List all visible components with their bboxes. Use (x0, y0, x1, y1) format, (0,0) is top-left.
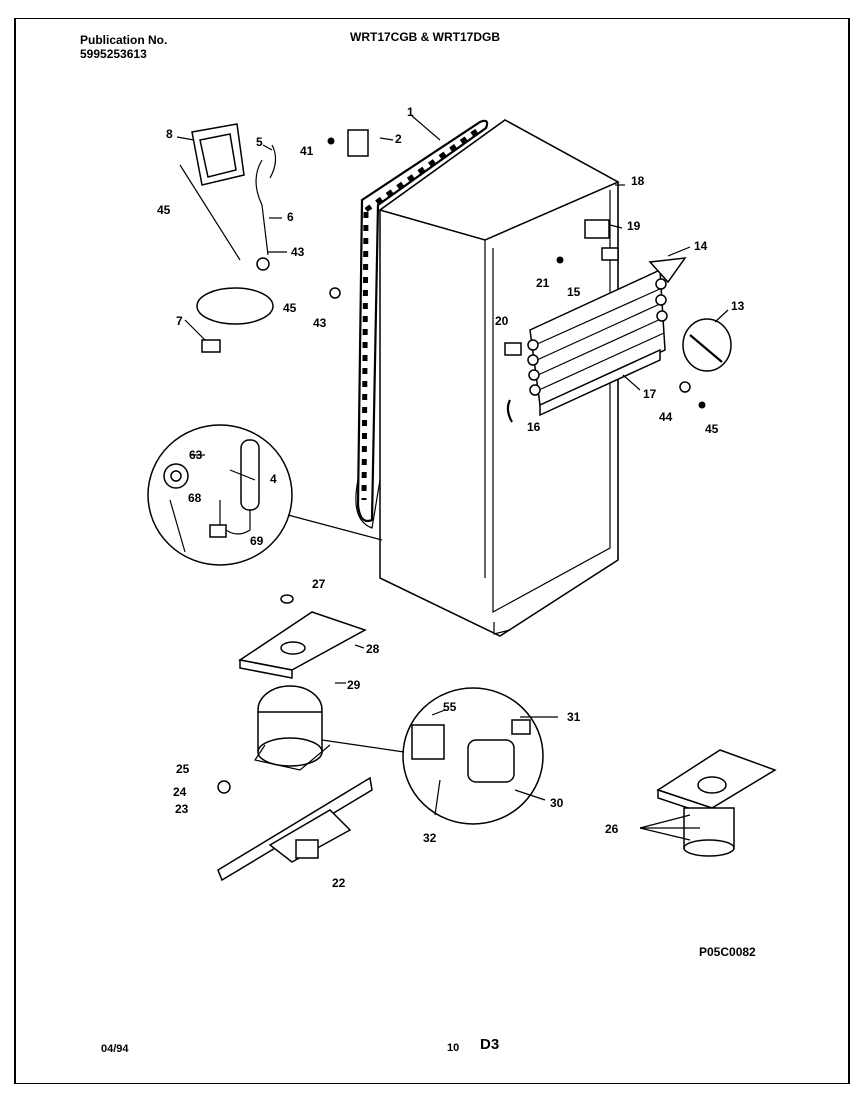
condenser-coil (355, 119, 489, 529)
callout-43a: 43 (291, 245, 305, 259)
publication-number: 5995253613 (80, 47, 147, 61)
page-number: 10 (447, 1042, 460, 1054)
callout-25: 25 (176, 762, 190, 776)
callout-22: 22 (332, 876, 346, 890)
callout-7: 7 (176, 314, 183, 328)
callout-30: 30 (550, 796, 564, 810)
leader-lines (176, 115, 729, 801)
callout-21: 21 (536, 276, 550, 290)
callout-44: 44 (659, 410, 673, 424)
evaporator-coil (527, 268, 668, 417)
callout-18: 18 (631, 174, 645, 188)
callout-20: 20 (495, 314, 509, 328)
section-code: D3 (480, 1036, 500, 1053)
callout-55: 55 (443, 700, 457, 714)
small-parts-right (504, 219, 732, 423)
callout-31: 31 (567, 710, 581, 724)
callout-17: 17 (643, 387, 657, 401)
callout-28: 28 (366, 642, 380, 656)
callout-27: 27 (312, 577, 326, 591)
diagram-id: P05C0082 (699, 945, 756, 959)
callout-68: 68 (188, 491, 202, 505)
callout-4: 4 (270, 472, 277, 486)
callout-24: 24 (173, 785, 187, 799)
small-parts-left (179, 123, 369, 353)
compressor-pan (238, 594, 367, 679)
callout-19: 19 (627, 219, 641, 233)
date-code: 04/94 (101, 1043, 129, 1055)
callout-8: 8 (166, 127, 173, 141)
callout-1: 1 (407, 105, 414, 119)
callout-69: 69 (250, 534, 264, 548)
page-border (14, 18, 850, 1084)
callout-63: 63 (189, 448, 203, 462)
callout-13: 13 (731, 299, 745, 313)
callout-14: 14 (694, 239, 708, 253)
callout-26: 26 (605, 822, 619, 836)
compressor-assembly (639, 749, 777, 857)
publication-label: Publication No. (80, 33, 168, 47)
callout-45a: 45 (157, 203, 171, 217)
model-numbers: WRT17CGB & WRT17DGB (350, 30, 501, 44)
callout-41: 41 (300, 144, 314, 158)
base-rail (217, 776, 373, 882)
callout-45c: 45 (705, 422, 719, 436)
callout-2: 2 (395, 132, 402, 146)
callout-43b: 43 (313, 316, 327, 330)
relay-detail-circle (402, 687, 544, 825)
callout-6: 6 (287, 210, 294, 224)
drier-detail-circle (147, 424, 383, 566)
callout-29: 29 (347, 678, 361, 692)
callout-labels: 1 2 4 5 6 7 8 13 14 15 16 17 18 19 20 21… (157, 105, 745, 890)
callout-5: 5 (256, 135, 263, 149)
callout-45b: 45 (283, 301, 297, 315)
callout-23: 23 (175, 802, 189, 816)
callout-15: 15 (567, 285, 581, 299)
callout-16: 16 (527, 420, 541, 434)
callout-32: 32 (423, 831, 437, 845)
compressor (217, 685, 405, 794)
